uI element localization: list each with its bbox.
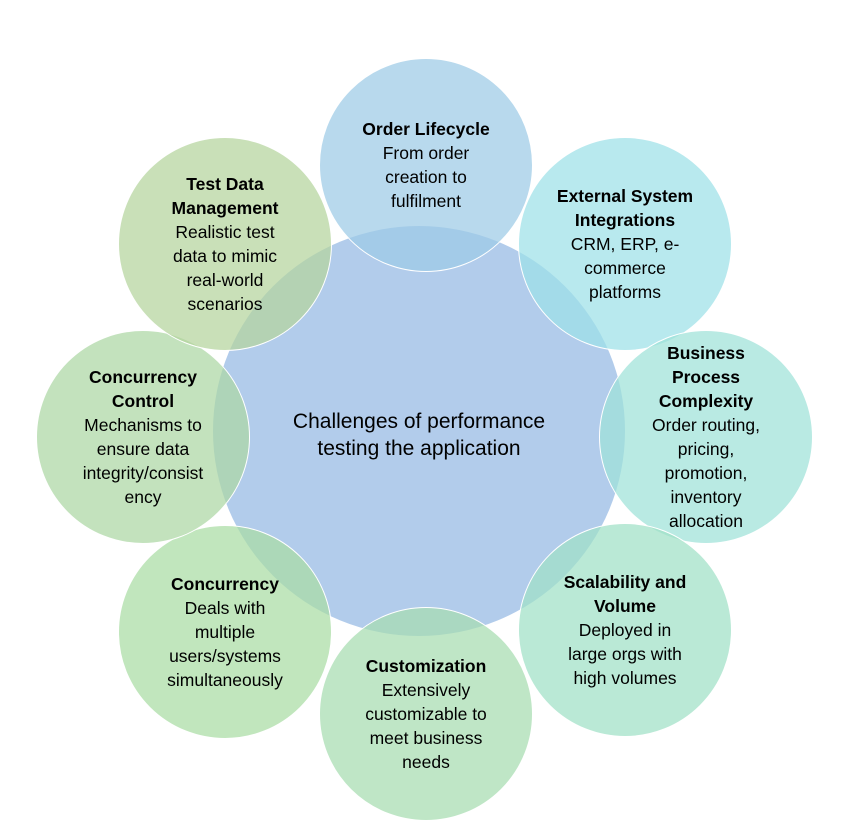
node-title: Scalability and Volume [563, 572, 687, 616]
node-description: Extensively customizable to meet busines… [365, 680, 487, 772]
node-description: From order creation to fulfilment [382, 143, 470, 211]
node-title: Customization [365, 656, 487, 676]
node-description: Deals with multiple users/systems simult… [167, 598, 283, 690]
node-title: Business Process Complexity [658, 343, 754, 411]
node-title: Concurrency Control [89, 367, 197, 411]
node-title: Order Lifecycle [362, 119, 490, 139]
node-description: Deployed in large orgs with high volumes [568, 620, 682, 688]
circle-concurrency-control [36, 330, 250, 544]
node-description: Mechanisms to ensure data integrity/cons… [82, 415, 204, 507]
circle-customization [319, 607, 533, 821]
circle-external-system-integrations [518, 137, 732, 351]
circle-scalability-and-volume [518, 523, 732, 737]
circle-order-lifecycle [319, 58, 533, 272]
center-label: Challenges of performance testing the ap… [292, 410, 546, 460]
node-title: Test Data Management [171, 174, 279, 218]
node-title: External System Integrations [556, 186, 694, 230]
node-description: Order routing, pricing, promotion, inven… [652, 415, 760, 531]
circle-test-data-management [118, 137, 332, 351]
circle-business-process-complexity [599, 330, 813, 544]
node-title: Concurrency [171, 574, 279, 594]
circle-concurrency [118, 525, 332, 739]
node-description: CRM, ERP, e- commerce platforms [570, 234, 680, 302]
node-description: Realistic test data to mimic real-world … [172, 222, 278, 314]
